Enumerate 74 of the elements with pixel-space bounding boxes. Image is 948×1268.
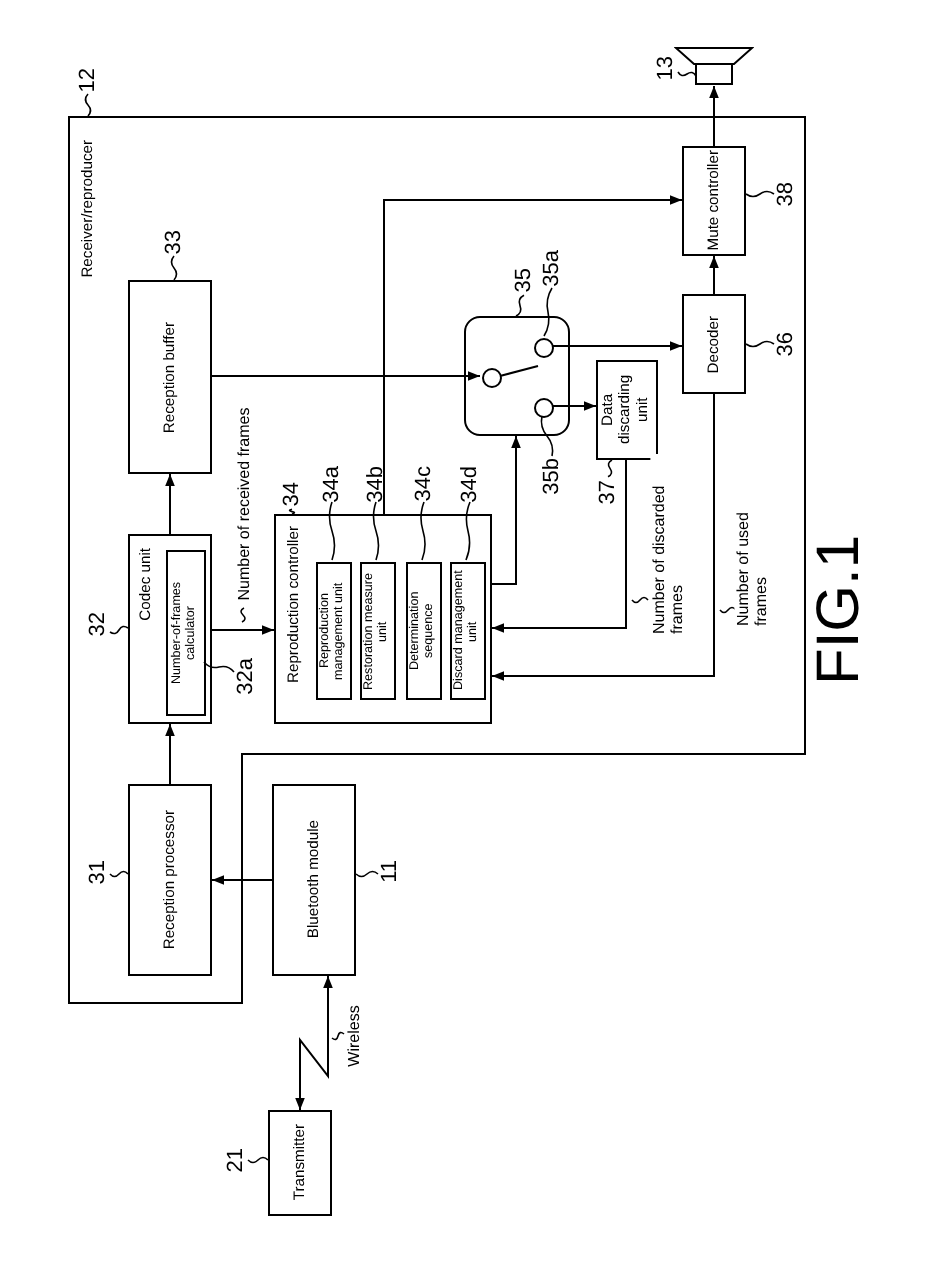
reference-numeral: 35b [541,457,563,495]
leader-line [420,501,426,561]
leader-line [247,1156,269,1164]
reference-numeral: 34a [321,465,343,503]
arrow [551,341,683,351]
arrow [165,723,175,785]
leader-line [543,287,553,337]
leader-line [170,255,178,281]
block-box [406,562,442,700]
block-box [128,280,212,474]
reference-numeral: 11 [379,860,401,884]
block-box [166,550,206,716]
leader-line [607,459,613,478]
block-box [682,146,746,256]
block-box [128,784,212,976]
arrow [491,435,521,585]
reference-numeral: 34b [365,465,387,503]
reference-numeral: 35 [513,267,535,293]
block-box [450,562,486,700]
reference-numeral: 32 [87,611,109,637]
arrow [709,255,719,295]
leader-line [372,501,380,561]
block-box [268,1110,332,1216]
reference-numeral: 21 [225,1147,247,1173]
reference-numeral: 34d [459,465,481,503]
leader-line [328,501,336,561]
edge-label: Wireless [344,1005,364,1067]
arrow [211,875,273,885]
arrow [295,975,333,1111]
arrow [211,371,481,381]
reference-numeral: 34c [413,466,435,502]
block-box [682,294,746,394]
leader-line [540,415,554,457]
block-box [274,514,492,724]
leader-line [84,93,92,117]
reference-numeral: 37 [597,479,619,505]
leader-line [288,508,296,515]
reference-numeral: 38 [775,181,797,207]
leader-line [355,870,379,878]
reference-numeral: 34 [281,481,303,507]
switch-contact [534,398,554,418]
leader-line [203,661,235,673]
reference-numeral: 13 [655,55,677,81]
block-box [596,360,658,460]
leader-line [745,190,775,198]
switch-contact [534,338,554,358]
edge-label: Number of received frames [234,407,254,601]
figure-label: FIG.1 [810,535,870,685]
arrow [211,625,275,635]
reference-numeral: 32a [235,657,257,695]
leader-line [109,870,129,878]
block-box [360,562,396,700]
leader-line [515,294,525,317]
speaker-icon [674,46,754,86]
block-box [128,534,212,724]
arrow [165,473,175,535]
reference-numeral: 35a [541,249,563,287]
reference-numeral: 33 [163,229,185,255]
reference-numeral: 36 [775,331,797,357]
leader-line [745,340,775,348]
leader-line [109,625,129,635]
arrow [709,85,719,147]
arrow [551,401,597,411]
switch-box [464,316,570,436]
block-box [272,784,356,976]
leader-line [677,71,697,77]
arrow [383,195,683,515]
block-box [316,562,352,700]
reference-numeral: 31 [87,859,109,885]
arrow [491,459,627,633]
arrow [491,393,715,681]
edge-label: Number of discarded frames [649,454,687,634]
reference-numeral: 12 [77,67,99,93]
switch-contact [482,368,502,388]
